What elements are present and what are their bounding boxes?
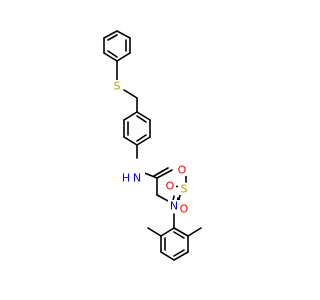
svg-text:S: S: [114, 80, 121, 93]
svg-text:N: N: [170, 200, 178, 213]
molecule-canvas: S H N O N S O O: [103, 30, 202, 261]
dimethylphenyl-ring: [147, 213, 202, 261]
atom-o-carbonyl: O: [176, 164, 188, 177]
svg-text:O: O: [166, 180, 175, 193]
svg-text:O: O: [180, 203, 189, 216]
atom-o-sulfonyl-1: O: [164, 180, 176, 193]
atom-nh-amide: H N: [121, 171, 145, 185]
svg-text:S: S: [181, 183, 188, 196]
atom-n-sulfonamide: N: [168, 200, 180, 213]
svg-text:N: N: [133, 172, 141, 185]
thioether-linker: [116, 60, 138, 113]
molecule-structure: S H N O N S O O: [103, 30, 202, 261]
svg-text:O: O: [178, 164, 187, 177]
atom-o-sulfonyl-2: O: [178, 203, 190, 216]
phenyl-ring-middle: [123, 111, 151, 146]
phenyl-ring-top: [103, 30, 131, 62]
atom-s-thioether: S: [111, 80, 123, 93]
svg-text:H: H: [122, 172, 130, 185]
atom-s-sulfonyl: S: [178, 183, 190, 196]
acetamide-chain: [136, 144, 173, 203]
